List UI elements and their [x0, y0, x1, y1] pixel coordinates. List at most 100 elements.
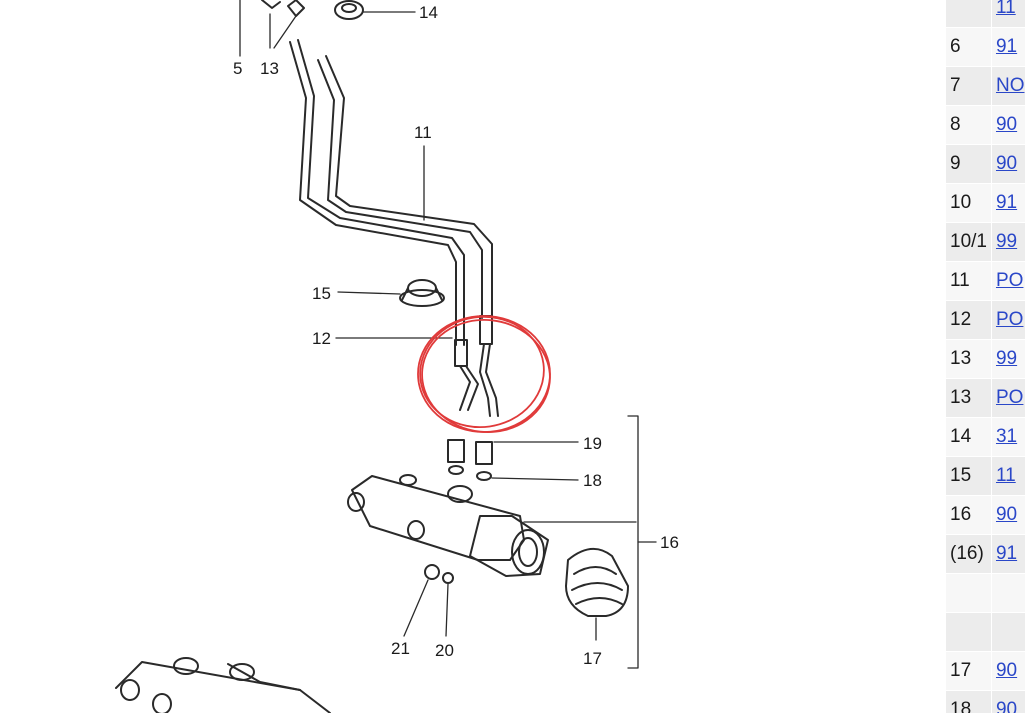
part-number-link[interactable]: NO [995, 75, 1025, 96]
part-number-link[interactable]: PO [995, 387, 1024, 408]
part-number-cell: NO [990, 66, 1025, 106]
alternate-master-cylinder [115, 657, 331, 713]
part-number-cell [990, 612, 1025, 652]
part-number-link[interactable]: 99 [995, 231, 1018, 252]
part-number-cell: PO [990, 300, 1025, 340]
part-number-cell: 90 [990, 690, 1025, 713]
brake-line-pair [289, 39, 493, 346]
part-number-cell: 90 [990, 105, 1025, 145]
diagram-drawing: 5 13 14 11 15 12 19 18 16 21 20 17 [115, 0, 679, 713]
part-number-cell: 90 [990, 495, 1025, 535]
part-number-cell: 11 [990, 0, 1025, 28]
part-number-cell: PO [990, 261, 1025, 301]
position-cell: 18 [945, 690, 992, 713]
position-cell: 12 [945, 300, 992, 340]
position-cell: 6 [945, 27, 992, 67]
callout-18: 18 [583, 471, 602, 490]
callout-5: 5 [233, 59, 242, 78]
part-number-link[interactable]: 31 [995, 426, 1018, 447]
fittings-19-18 [447, 439, 579, 481]
position-cell: 9 [945, 144, 992, 184]
table-row: (16)91 [945, 534, 1025, 574]
rubber-boot-17 [565, 548, 629, 641]
callout-17: 17 [583, 649, 602, 668]
part-number-cell: 91 [990, 534, 1025, 574]
position-cell: 7 [945, 66, 992, 106]
part-number-cell: PO [990, 378, 1025, 418]
part-number-cell: 11 [990, 456, 1025, 496]
position-cell: 13 [945, 378, 992, 418]
part-number-cell: 91 [990, 27, 1025, 67]
callout-20: 20 [435, 641, 454, 660]
position-cell: 8 [945, 105, 992, 145]
position-cell [945, 612, 992, 652]
exploded-parts-diagram: 5 13 14 11 15 12 19 18 16 21 20 17 [115, 0, 679, 713]
part-number-cell: 90 [990, 651, 1025, 691]
red-highlight-circle [417, 315, 551, 433]
position-cell [945, 573, 992, 613]
part-number-link[interactable]: 90 [995, 660, 1018, 681]
position-cell: 10 [945, 183, 992, 223]
position-cell: 14 [945, 417, 992, 457]
callout-14: 14 [419, 3, 438, 22]
position-cell: 13 [945, 339, 992, 379]
reservoir-plug-15 [337, 279, 445, 307]
callout-19: 19 [583, 434, 602, 453]
part-number-link[interactable]: 90 [995, 153, 1018, 174]
part-number-cell: 90 [990, 144, 1025, 184]
part-number-cell: 99 [990, 339, 1025, 379]
part-number-link[interactable]: 91 [995, 543, 1018, 564]
position-cell [945, 0, 992, 28]
part-number-link[interactable]: 91 [995, 36, 1018, 57]
part-number-cell [990, 573, 1025, 613]
part-number-cell: 99 [990, 222, 1025, 262]
part-number-link[interactable]: 91 [995, 192, 1018, 213]
position-cell: 17 [945, 651, 992, 691]
callout-12: 12 [312, 329, 331, 348]
table-row [945, 612, 1025, 652]
part-number-link[interactable]: PO [995, 270, 1024, 291]
position-cell: 15 [945, 456, 992, 496]
part-number-link[interactable]: 99 [995, 348, 1018, 369]
part-number-link[interactable]: 90 [995, 504, 1018, 525]
table-row: 11 [945, 0, 1025, 28]
callout-15: 15 [312, 284, 331, 303]
bleeder-screw-part [261, 0, 305, 17]
cap-part-14 [334, 0, 364, 20]
callout-11: 11 [414, 123, 432, 142]
part-number-cell: 31 [990, 417, 1025, 457]
part-number-cell: 91 [990, 183, 1025, 223]
callout-21: 21 [391, 639, 410, 658]
pipe-ends-12 [335, 315, 499, 417]
part-number-link[interactable]: 90 [995, 114, 1018, 135]
callout-13: 13 [260, 59, 279, 78]
position-cell: (16) [945, 534, 992, 574]
part-number-link[interactable]: 11 [995, 465, 1016, 486]
position-cell: 16 [945, 495, 992, 535]
part-number-link[interactable]: PO [995, 309, 1024, 330]
position-cell: 10/1 [945, 222, 992, 262]
master-cylinder-16 [347, 474, 637, 577]
table-row [945, 573, 1025, 613]
part-number-link[interactable]: 90 [995, 699, 1018, 713]
position-cell: 11 [945, 261, 992, 301]
part-number-link[interactable]: 11 [995, 0, 1016, 18]
nuts-21-20 [403, 564, 454, 637]
